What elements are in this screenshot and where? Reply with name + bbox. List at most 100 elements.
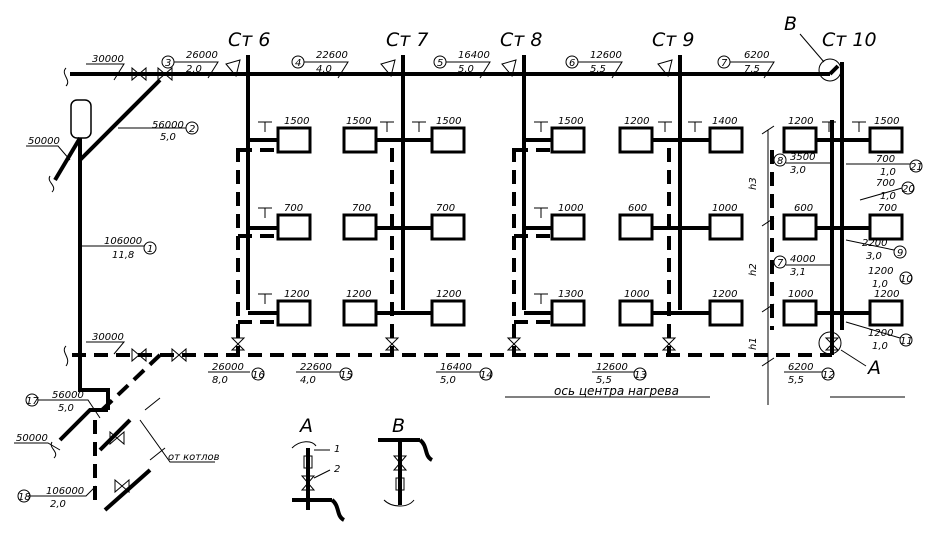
sec-1-load: 106000 (104, 236, 142, 247)
radiator-loads: 1500 700 1200 1500 1500 700 700 1200 120… (284, 116, 899, 300)
ret-15-dia: 4,0 (300, 375, 316, 386)
sec-3-dia: 2,0 (186, 64, 202, 75)
ret-12-id: 12 (822, 370, 835, 381)
s11-load: 1200 (868, 328, 893, 339)
boiler-labels: 17 56000 5,0 50000 18 106000 2,0 от котл… (14, 390, 220, 510)
st7-l2: 700 (352, 203, 371, 214)
st6-r3: 1200 (284, 289, 309, 300)
detail-a-title: А (298, 415, 313, 437)
ret-16-dia: 8,0 (212, 375, 228, 386)
ret-13-id: 13 (634, 370, 647, 381)
sec-6-id: 6 (569, 58, 575, 69)
sec-18-dia: 2,0 (50, 499, 66, 510)
s9-dia: 3,0 (866, 251, 882, 262)
detail-b-title: В (392, 415, 405, 437)
riser-title-st9: Ст 9 (652, 29, 694, 51)
return-main (63, 345, 832, 367)
sec-7-dia: 7,5 (744, 64, 760, 75)
st6-r1: 1500 (284, 116, 309, 127)
s21-id: 21 (910, 162, 923, 173)
expansion-tank (70, 99, 92, 139)
ret-16-load: 26000 (212, 362, 244, 373)
st9-r1: 1400 (712, 116, 737, 127)
axis-label: ось центра нагрева (554, 384, 679, 398)
st9-l3: 1000 (624, 289, 649, 300)
sec-6-dia: 5,5 (590, 64, 606, 75)
s20-load: 700 (876, 178, 895, 189)
tank-line-load: 50000 (28, 136, 60, 147)
st7-r3: 1200 (436, 289, 461, 300)
st7-r1: 1500 (436, 116, 461, 127)
supply-main (63, 62, 844, 330)
top-load: 30000 (92, 54, 124, 65)
s8-id: 8 (777, 156, 783, 167)
st10-section-labels: 8 3500 3,0 700 1,0 21 700 1,0 20 2200 3,… (773, 152, 923, 352)
st9-r3: 1200 (712, 289, 737, 300)
sec-3-id: 3 (165, 58, 171, 69)
h2: h2 (748, 263, 759, 276)
s21-dia: 1,0 (880, 167, 896, 178)
boiler-branch (50, 375, 215, 512)
st10-r2: 700 (878, 203, 897, 214)
height-dims: h3 h2 h1 (748, 125, 775, 405)
ret-14-dia: 5,0 (440, 375, 456, 386)
st10-l1: 1200 (788, 116, 813, 127)
s10-load: 1200 (868, 266, 893, 277)
sec-17-dia: 5,0 (58, 403, 74, 414)
ret-13-dia: 5,5 (596, 375, 612, 386)
s11-id: 11 (900, 336, 913, 347)
sec-4-dia: 4,0 (316, 64, 332, 75)
radiators (238, 121, 904, 330)
st9-r2: 1000 (712, 203, 737, 214)
st9-l2: 600 (628, 203, 647, 214)
st6-r2: 700 (284, 203, 303, 214)
riser-title-st6: Ст 6 (228, 29, 270, 51)
s10-dia: 1,0 (872, 279, 888, 290)
s8-load: 3500 (790, 152, 815, 163)
detail-num-2: 2 (334, 464, 340, 475)
sec-5-load: 16400 (458, 50, 490, 61)
h1: h1 (748, 337, 759, 350)
return-labels: 26000 8,0 16 22600 4,0 15 16400 5,0 14 1… (208, 362, 905, 398)
s11-dia: 1,0 (872, 341, 888, 352)
sec-2-load: 56000 (152, 120, 184, 131)
st10-r1: 1500 (874, 116, 899, 127)
main-riser (48, 78, 162, 375)
callout-a: А (866, 357, 881, 379)
s9-load: 2200 (862, 238, 887, 249)
st8-r3: 1300 (558, 289, 583, 300)
s7-load: 4000 (790, 254, 815, 265)
riser-st10 (818, 58, 842, 355)
detail-a: А 1 2 (291, 415, 346, 522)
riser-st9 (657, 55, 682, 355)
s10-id: 10 (900, 274, 913, 285)
sec-7-load: 6200 (744, 50, 769, 61)
s8-dia: 3,0 (790, 165, 806, 176)
st10-l2: 600 (794, 203, 813, 214)
ret-14-id: 14 (480, 370, 493, 381)
riser-st7 (380, 55, 405, 355)
ret-12-load: 6200 (788, 362, 813, 373)
st10-r3: 1200 (874, 289, 899, 300)
riser-st8 (501, 55, 526, 355)
sec-1-id: 1 (147, 244, 153, 255)
riser-title-st7: Ст 7 (386, 29, 428, 51)
riser-title-st8: Ст 8 (500, 29, 542, 51)
sec-5-id: 5 (437, 58, 443, 69)
sec-3-load: 26000 (186, 50, 218, 61)
st8-r1: 1500 (558, 116, 583, 127)
ret-13-load: 12600 (596, 362, 628, 373)
ret-15-id: 15 (340, 370, 353, 381)
sec-18-load: 106000 (46, 486, 84, 497)
sec-2-dia: 5,0 (160, 132, 176, 143)
s20-dia: 1,0 (880, 191, 896, 202)
h3: h3 (748, 177, 759, 190)
sec-17-id: 17 (26, 396, 39, 407)
sec-5-dia: 5,0 (458, 64, 474, 75)
s7-dia: 3,1 (790, 267, 806, 278)
s7-id: 7 (777, 258, 784, 269)
sec-18-id: 18 (18, 492, 31, 503)
callout-b: В (784, 13, 797, 35)
sec-4-id: 4 (295, 58, 301, 69)
